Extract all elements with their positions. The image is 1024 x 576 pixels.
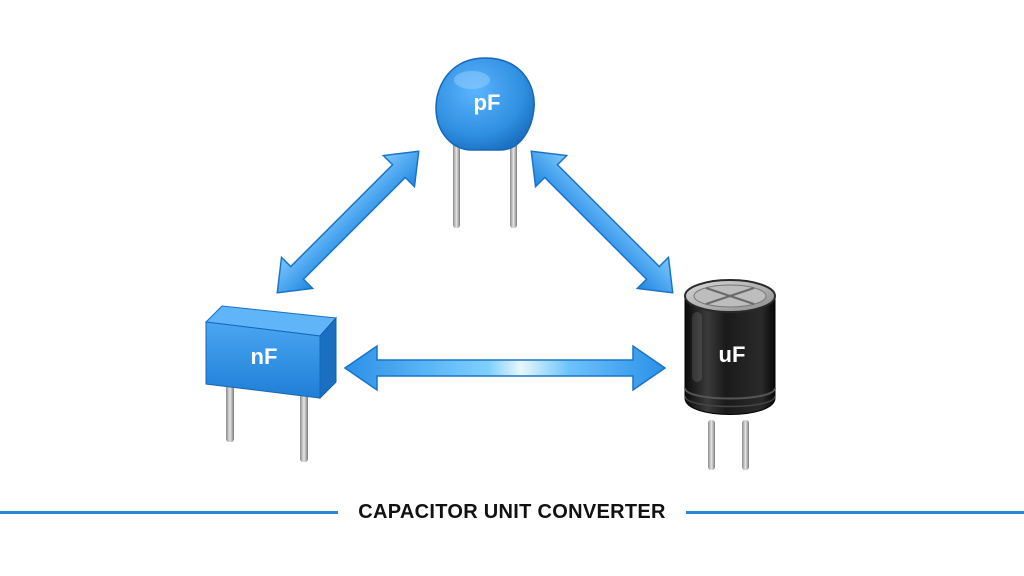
arrow-nf-uf <box>343 344 667 392</box>
footer-title: CAPACITOR UNIT CONVERTER <box>358 501 666 523</box>
capacitor-lead <box>510 140 517 228</box>
footer-divider-right <box>686 511 1024 514</box>
ceramic-disc-body <box>435 57 535 151</box>
footer-divider-left <box>0 511 338 514</box>
capacitor-lead <box>226 380 234 442</box>
capacitor-label-nf: nF <box>251 344 278 369</box>
capacitor-lead <box>300 380 308 462</box>
capacitor-nf: nF <box>204 305 338 462</box>
arrow-pf-uf <box>530 150 674 294</box>
capacitor-lead <box>708 420 715 470</box>
arrow-nf-pf <box>276 150 420 294</box>
film-box-front <box>205 321 321 399</box>
capacitor-label-uf: uF <box>719 342 746 367</box>
capacitor-uf: uF <box>684 279 776 470</box>
capacitor-lead <box>742 420 749 470</box>
capacitor-label-pf: pF <box>474 90 501 115</box>
capacitor-lead <box>453 140 460 228</box>
footer: CAPACITOR UNIT CONVERTER <box>0 498 1024 526</box>
capacitor-pf: pF <box>435 57 535 228</box>
